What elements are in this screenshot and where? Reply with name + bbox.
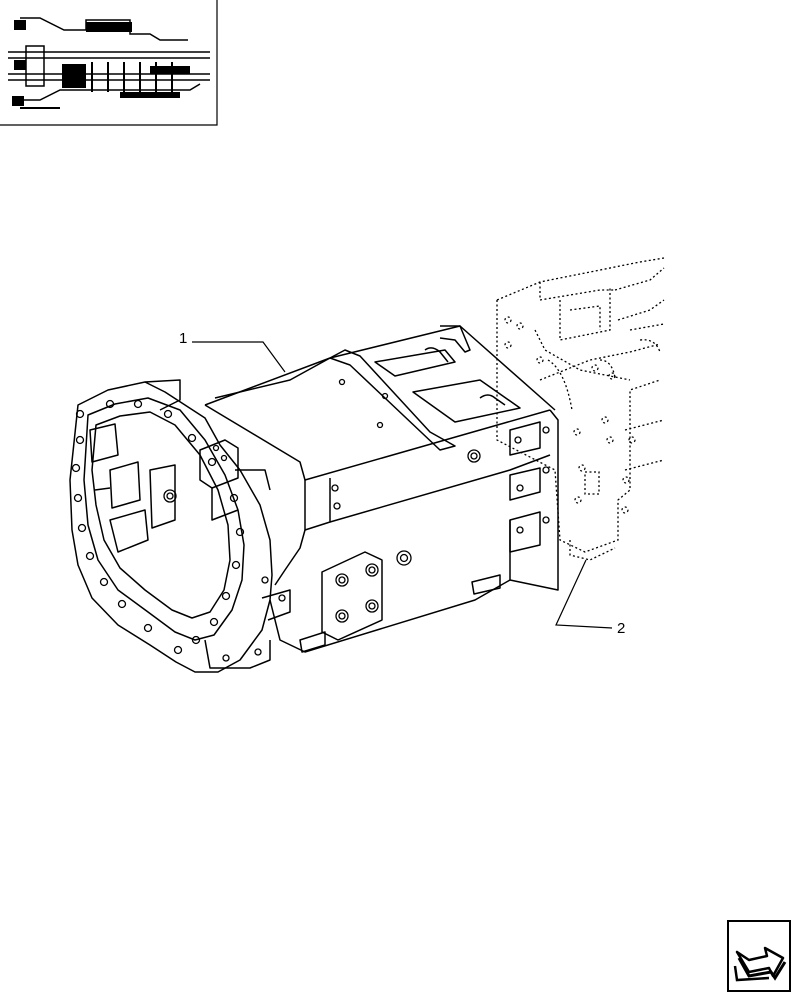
transmission-thumbnail <box>0 0 218 126</box>
rear-housing-phantom <box>496 257 665 561</box>
front-transmission-housing <box>69 325 559 673</box>
housing-bolt-holes <box>71 378 550 662</box>
callout-leaders <box>192 341 613 629</box>
transmission-section-thumbnail-icon <box>0 0 218 126</box>
arrow-next-page-icon[interactable] <box>727 920 791 992</box>
